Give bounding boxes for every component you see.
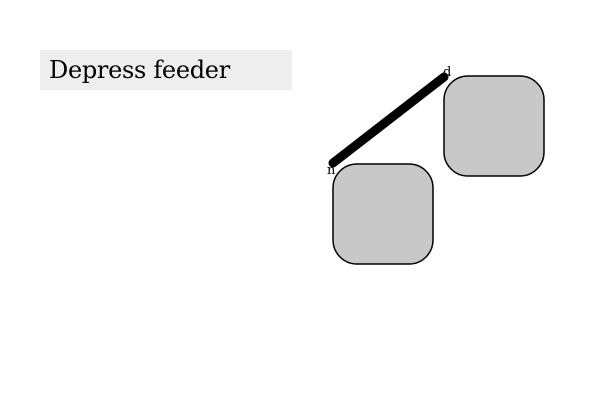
feeder-start-label: n xyxy=(327,163,336,178)
instruction-text: Depress feeder xyxy=(49,56,230,84)
feeder-bar[interactable] xyxy=(328,72,449,168)
feeder-end-handle[interactable] xyxy=(441,74,447,80)
feeder-end-label: d xyxy=(443,65,451,80)
block-lower[interactable] xyxy=(332,163,434,265)
instruction-banner: Depress feeder xyxy=(40,50,292,90)
feeder-start-handle[interactable] xyxy=(330,160,336,166)
block-upper-right[interactable] xyxy=(443,75,545,177)
